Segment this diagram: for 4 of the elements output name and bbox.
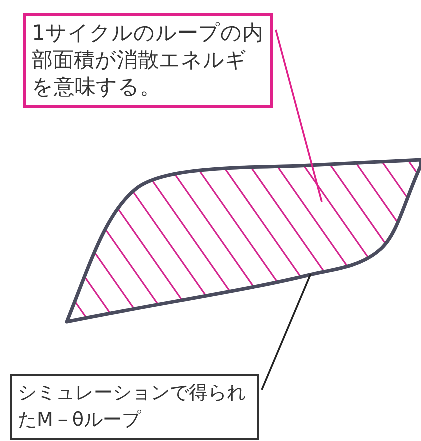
leader-line	[261, 274, 312, 390]
callout-box: シミュレーションで得られたM－θループ	[10, 374, 259, 440]
callout-box: 1サイクルのループの内部面積が消散エネルギを意味する。	[23, 13, 273, 108]
leader-line	[275, 30, 323, 202]
